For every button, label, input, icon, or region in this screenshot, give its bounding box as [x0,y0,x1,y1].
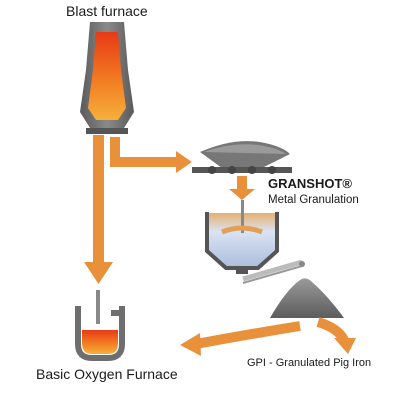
bof-converter-icon [75,290,125,361]
granshot-subtitle: Metal Granulation [268,194,359,206]
belt-conveyor-icon [242,259,305,284]
conveyor-icon [192,141,292,174]
blast-furnace-label: Blast furnace [66,3,148,19]
pig-iron-pile-icon [270,278,344,318]
granshot-title: GRANSHOT® [268,176,352,191]
bof-label: Basic Oxygen Furnace [36,366,178,382]
flow-arrow-to-gpi-out [316,317,356,354]
flow-arrow-to-granshot [110,137,192,173]
granulation-tank-icon [205,200,279,274]
blast-furnace-icon [80,22,134,134]
gpi-label: GPI - Granulated Pig Iron [247,357,372,369]
flow-arrow-to-bof [84,135,113,284]
flow-arrow-to-bof-from-gpi [180,321,301,356]
flow-arrow-to-tank [229,176,255,200]
